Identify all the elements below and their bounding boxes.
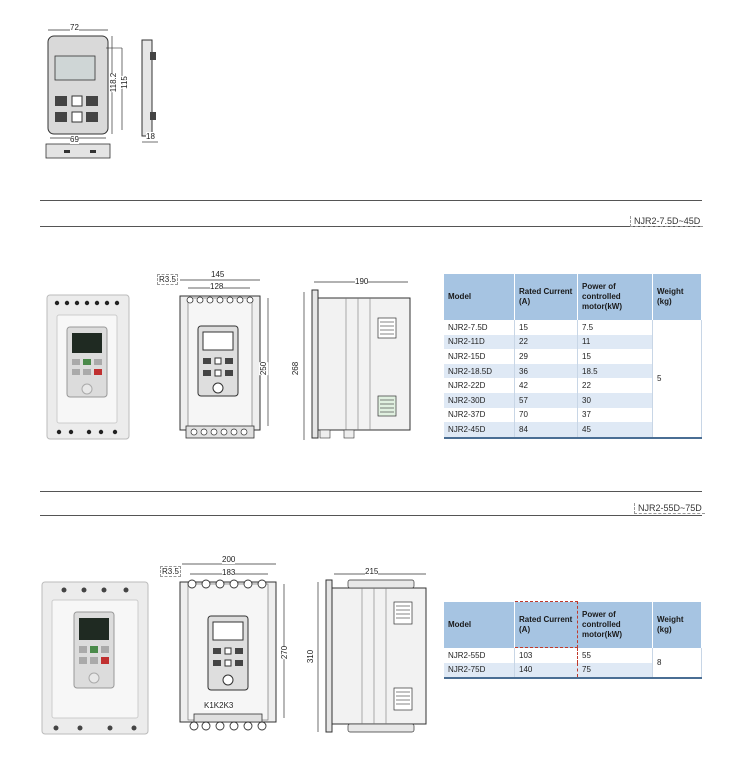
section2-radius-dim: R3.5 bbox=[160, 566, 181, 577]
table-cell-model: NJR2-22D bbox=[444, 378, 515, 393]
table-cell-current: 42 bbox=[514, 378, 578, 393]
table-cell-power: 75 bbox=[577, 662, 653, 679]
table-cell-weight: 8 bbox=[652, 647, 702, 679]
table-cell-model: NJR2-45D bbox=[444, 422, 515, 438]
section1-width-outer-dim: 145 bbox=[211, 270, 225, 279]
section2-width-outer-dim: 200 bbox=[222, 555, 236, 564]
table-row: NJR2-11D 22 11 bbox=[444, 334, 702, 350]
section1-radius-dim: R3.5 bbox=[157, 274, 178, 285]
table-cell-model: NJR2-55D bbox=[444, 647, 515, 663]
side-dimension-drawing-large bbox=[317, 573, 427, 733]
table2-header-current: Rated Current (A) bbox=[514, 601, 578, 648]
table-cell-current: 36 bbox=[514, 363, 578, 379]
section1-top-rule bbox=[40, 200, 702, 201]
table2-header-power: Power of controlled motor(kW) bbox=[577, 601, 653, 648]
table-row: NJR2-75D 140 75 bbox=[444, 662, 702, 679]
section2-width-inner-dim: 183 bbox=[222, 568, 236, 577]
section2-series-tag: NJR2-55D~75D bbox=[634, 503, 705, 514]
table-cell-model: NJR2-30D bbox=[444, 392, 515, 408]
table-row: NJR2-37D 70 37 bbox=[444, 407, 702, 423]
section1-width-inner-dim: 128 bbox=[210, 282, 224, 291]
section1-spec-table: Model Rated Current (A) Power of control… bbox=[444, 274, 702, 439]
section2-top-rule bbox=[40, 491, 702, 492]
table1-header-weight: Weight (kg) bbox=[652, 274, 702, 320]
table-row: NJR2-18.5D 36 18.5 bbox=[444, 363, 702, 379]
table-cell-power: 22 bbox=[577, 378, 653, 393]
section1-bottom-rule bbox=[40, 226, 702, 227]
table2-header-model: Model bbox=[444, 601, 515, 648]
table-cell-current: 103 bbox=[514, 647, 578, 663]
section2-spec-table: Model Rated Current (A) Power of control… bbox=[444, 601, 702, 680]
table1-header-model: Model bbox=[444, 274, 515, 320]
section2-depth-dim: 215 bbox=[365, 567, 379, 576]
side-dimension-drawing-small bbox=[303, 281, 411, 440]
table-row: NJR2-30D 57 30 bbox=[444, 392, 702, 408]
table-row: NJR2-55D 103 55 8 bbox=[444, 647, 702, 679]
table-cell-current: 29 bbox=[514, 349, 578, 364]
table-cell-weight: 5 bbox=[652, 320, 702, 438]
table-cell-current: 140 bbox=[514, 662, 578, 679]
table-cell-power: 37 bbox=[577, 407, 653, 423]
table-cell-power: 15 bbox=[577, 349, 653, 364]
section1-height-outer-dim: 268 bbox=[291, 361, 301, 376]
table-cell-model: NJR2-15D bbox=[444, 349, 515, 364]
table-cell-model: NJR2-75D bbox=[444, 662, 515, 679]
table-cell-model: NJR2-11D bbox=[444, 334, 515, 350]
front-dimension-drawing-small bbox=[179, 279, 269, 439]
table-cell-model: NJR2-18.5D bbox=[444, 363, 515, 379]
table-cell-current: 15 bbox=[514, 320, 578, 335]
section1-height-inner-dim: 250 bbox=[259, 361, 269, 376]
table-cell-current: 57 bbox=[514, 392, 578, 408]
table-cell-power: 18.5 bbox=[577, 363, 653, 379]
table-cell-current: 22 bbox=[514, 334, 578, 350]
front-dimension-drawing-large bbox=[179, 563, 285, 731]
section2-height-inner-dim: 270 bbox=[280, 645, 290, 660]
keypad-height-inner-dim: 115 bbox=[119, 76, 129, 89]
table-row: NJR2-22D 42 22 bbox=[444, 378, 702, 393]
table-row: NJR2-45D 84 45 bbox=[444, 422, 702, 438]
product-photo-large bbox=[41, 581, 149, 735]
product-photo-small bbox=[46, 294, 130, 440]
section2-terminal-label: K1K2K3 bbox=[204, 701, 234, 710]
table-cell-power: 7.5 bbox=[577, 320, 653, 335]
table1-header-current: Rated Current (A) bbox=[514, 274, 578, 320]
keypad-front-drawing bbox=[45, 29, 123, 159]
table-cell-current: 70 bbox=[514, 407, 578, 423]
table-cell-model: NJR2-37D bbox=[444, 407, 515, 423]
table-cell-model: NJR2-7.5D bbox=[444, 320, 515, 335]
table-cell-power: 11 bbox=[577, 334, 653, 350]
table-cell-current: 84 bbox=[514, 422, 578, 438]
keypad-width-dim: 72 bbox=[70, 23, 79, 32]
table-cell-power: 55 bbox=[577, 647, 653, 663]
section1-series-tag: NJR2-7.5D~45D bbox=[630, 216, 704, 227]
section1-depth-dim: 190 bbox=[355, 277, 369, 286]
keypad-height-outer-dim: 118.2 bbox=[109, 72, 119, 93]
section2-bottom-rule bbox=[40, 515, 702, 516]
table1-header-power: Power of controlled motor(kW) bbox=[577, 274, 653, 320]
keypad-depth-dim: 18 bbox=[146, 132, 155, 141]
table-cell-power: 30 bbox=[577, 392, 653, 408]
table-row: NJR2-15D 29 15 bbox=[444, 349, 702, 364]
table-row: NJR2-7.5D 15 7.5 5 bbox=[444, 320, 702, 438]
table-cell-power: 45 bbox=[577, 422, 653, 438]
keypad-bottom-width-dim: 69 bbox=[70, 135, 79, 144]
section2-height-outer-dim: 310 bbox=[306, 649, 316, 664]
table2-header-weight: Weight (kg) bbox=[652, 601, 702, 648]
